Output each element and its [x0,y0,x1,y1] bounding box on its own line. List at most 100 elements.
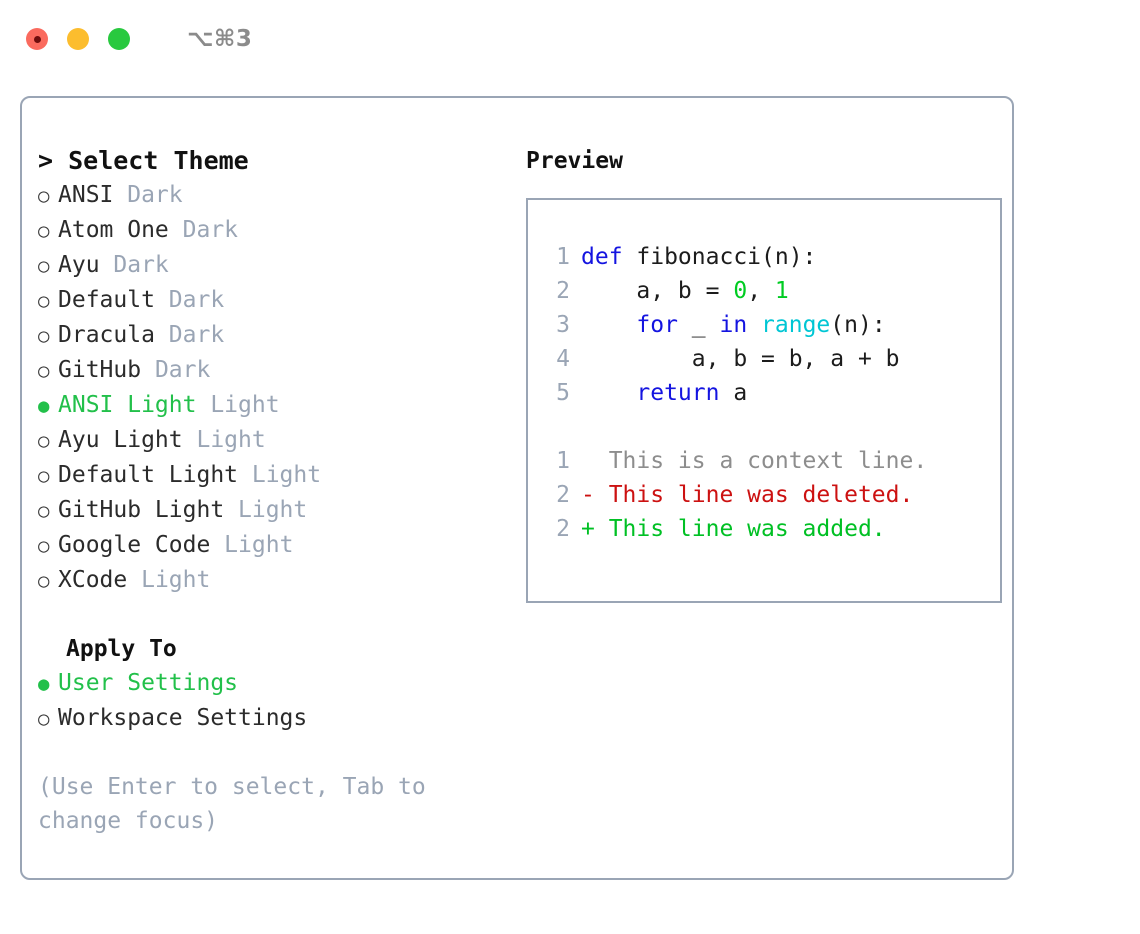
theme-option-name: Atom One [58,217,169,243]
theme-option-variant: Light [196,392,280,418]
theme-option[interactable]: ○Default Light Light [38,458,508,493]
radio-unselected-icon: ○ [38,255,50,277]
theme-option-variant: Light [210,532,294,558]
apply-to-option-name: Workspace Settings [58,705,308,731]
theme-option-variant: Light [182,427,266,453]
code-token: fibonacci(n): [622,244,817,270]
diff-line: 1 This is a context line. [544,444,1000,478]
code-token: def [581,244,623,270]
code-token: a [719,380,748,406]
theme-option[interactable]: ○ Google Code Light [38,528,508,563]
diff-line-number: 1 [556,448,570,474]
code-token: for [636,312,678,338]
theme-option-name: Default [58,287,155,313]
diff-line-text: - This line was deleted. [581,482,914,508]
apply-to-list: ● User Settings ○Workspace Settings [38,666,508,736]
code-token: in [719,312,748,338]
code-token [747,308,761,342]
theme-option[interactable]: ○Ayu Light Light [38,423,508,458]
theme-option-name: XCode [58,567,128,593]
theme-option-name: Default Light [58,462,239,488]
diff-line-text: + This line was added. [581,516,886,542]
theme-option-name: ANSI Light [58,392,197,418]
radio-unselected-icon: ○ [38,500,50,522]
radio-selected-icon: ● [38,395,50,417]
code-line: 1 def fibonacci(n): [544,240,1000,274]
code-token: range [761,312,831,338]
close-window-button[interactable] [26,28,48,50]
theme-option[interactable]: ○ Dracula Dark [38,318,508,353]
main-frame: > Select Theme ○ANSI Dark○Atom One Dark○… [20,96,1014,880]
code-line-number: 1 [556,244,570,270]
diff-line-number: 2 [556,516,570,542]
code-token: 1 [774,278,789,304]
theme-list: ○ANSI Dark○Atom One Dark○Ayu Dark○Defaul… [38,178,508,598]
diff-line-number: 2 [556,482,570,508]
code-line: 3 for _ in range(n): [544,308,1000,342]
theme-option-variant: Dark [99,252,169,278]
code-token: 0 [733,278,748,304]
code-token: (n): [830,312,886,338]
preview-code-box: 1 def fibonacci(n): 2 a, b = 0, 1 3 for _ i… [526,198,1002,603]
code-line-number: 2 [556,278,570,304]
code-line-number: 4 [556,346,570,372]
theme-option-name: Dracula [58,322,155,348]
apply-to-option-name: User Settings [58,670,239,696]
theme-option-name: ANSI [58,182,114,208]
code-token: _ [677,312,720,338]
theme-option-variant: Light [224,497,308,523]
theme-option[interactable]: ○ ANSI Dark [38,178,508,213]
theme-option[interactable]: ● ANSI Light Light [38,388,508,423]
radio-unselected-icon: ○ [38,325,50,347]
theme-option-variant: Light [238,462,322,488]
theme-option[interactable]: ○Default Dark [38,283,508,318]
code-token: a, b = [581,278,734,304]
maximize-window-button[interactable] [108,28,130,50]
theme-option-name: Ayu [58,252,100,278]
theme-option-variant: Dark [154,322,225,348]
select-theme-heading: > Select Theme [38,146,249,175]
diff-line-text: This is a context line. [581,448,928,474]
theme-option[interactable]: ○GitHub Dark [38,353,508,388]
theme-option-name: GitHub [58,357,142,383]
theme-option[interactable]: ○ GitHub Light Light [38,493,508,528]
theme-option-name: GitHub Light [58,497,225,523]
theme-option-variant: Dark [168,217,239,243]
traffic-lights [26,28,130,50]
theme-option-name: Ayu Light [58,427,183,453]
apply-to-option[interactable]: ● User Settings [38,666,508,701]
apply-to-option[interactable]: ○Workspace Settings [38,701,508,736]
diff-line: 2 + This line was added. [544,512,1000,546]
minimize-window-button[interactable] [67,28,89,50]
window-title: ⌥⌘3 [187,26,253,52]
code-line: 5 return a [544,376,1000,410]
theme-option[interactable]: ○XCode Light [38,563,508,598]
radio-unselected-icon: ○ [38,220,50,242]
code-line: 4 a, b = b, a + b [544,342,1000,376]
radio-unselected-icon: ○ [38,290,50,312]
code-token: , [747,278,775,304]
diff-sample: 1 This is a context line. 2 - This line wa… [544,444,1000,546]
diff-line: 2 - This line was deleted. [544,478,1000,512]
theme-option-variant: Light [127,567,211,593]
theme-option[interactable]: ○ Atom One Dark [38,213,508,248]
list-spacer [38,598,508,632]
theme-selection-panel: > Select Theme ○ANSI Dark○Atom One Dark○… [38,144,508,878]
radio-selected-icon: ● [38,673,50,695]
code-sample: 1 def fibonacci(n): 2 a, b = 0, 1 3 for _ i… [544,240,1000,410]
code-token: a, b = b, a + b [581,346,900,372]
radio-unselected-icon: ○ [38,360,50,382]
radio-unselected-icon: ○ [38,535,50,557]
code-diff-separator [544,410,1000,444]
keyboard-hint-text: (Use Enter to select, Tab to change focu… [38,774,426,834]
apply-to-heading: Apply To [66,636,177,662]
theme-option[interactable]: ○ Ayu Dark [38,248,508,283]
code-token [581,308,636,342]
theme-option-name: Google Code [58,532,211,558]
radio-unselected-icon: ○ [38,185,50,207]
code-line-number: 5 [556,380,570,406]
title-bar: ⌥⌘3 [0,0,1140,78]
theme-option-variant: Dark [113,182,183,208]
